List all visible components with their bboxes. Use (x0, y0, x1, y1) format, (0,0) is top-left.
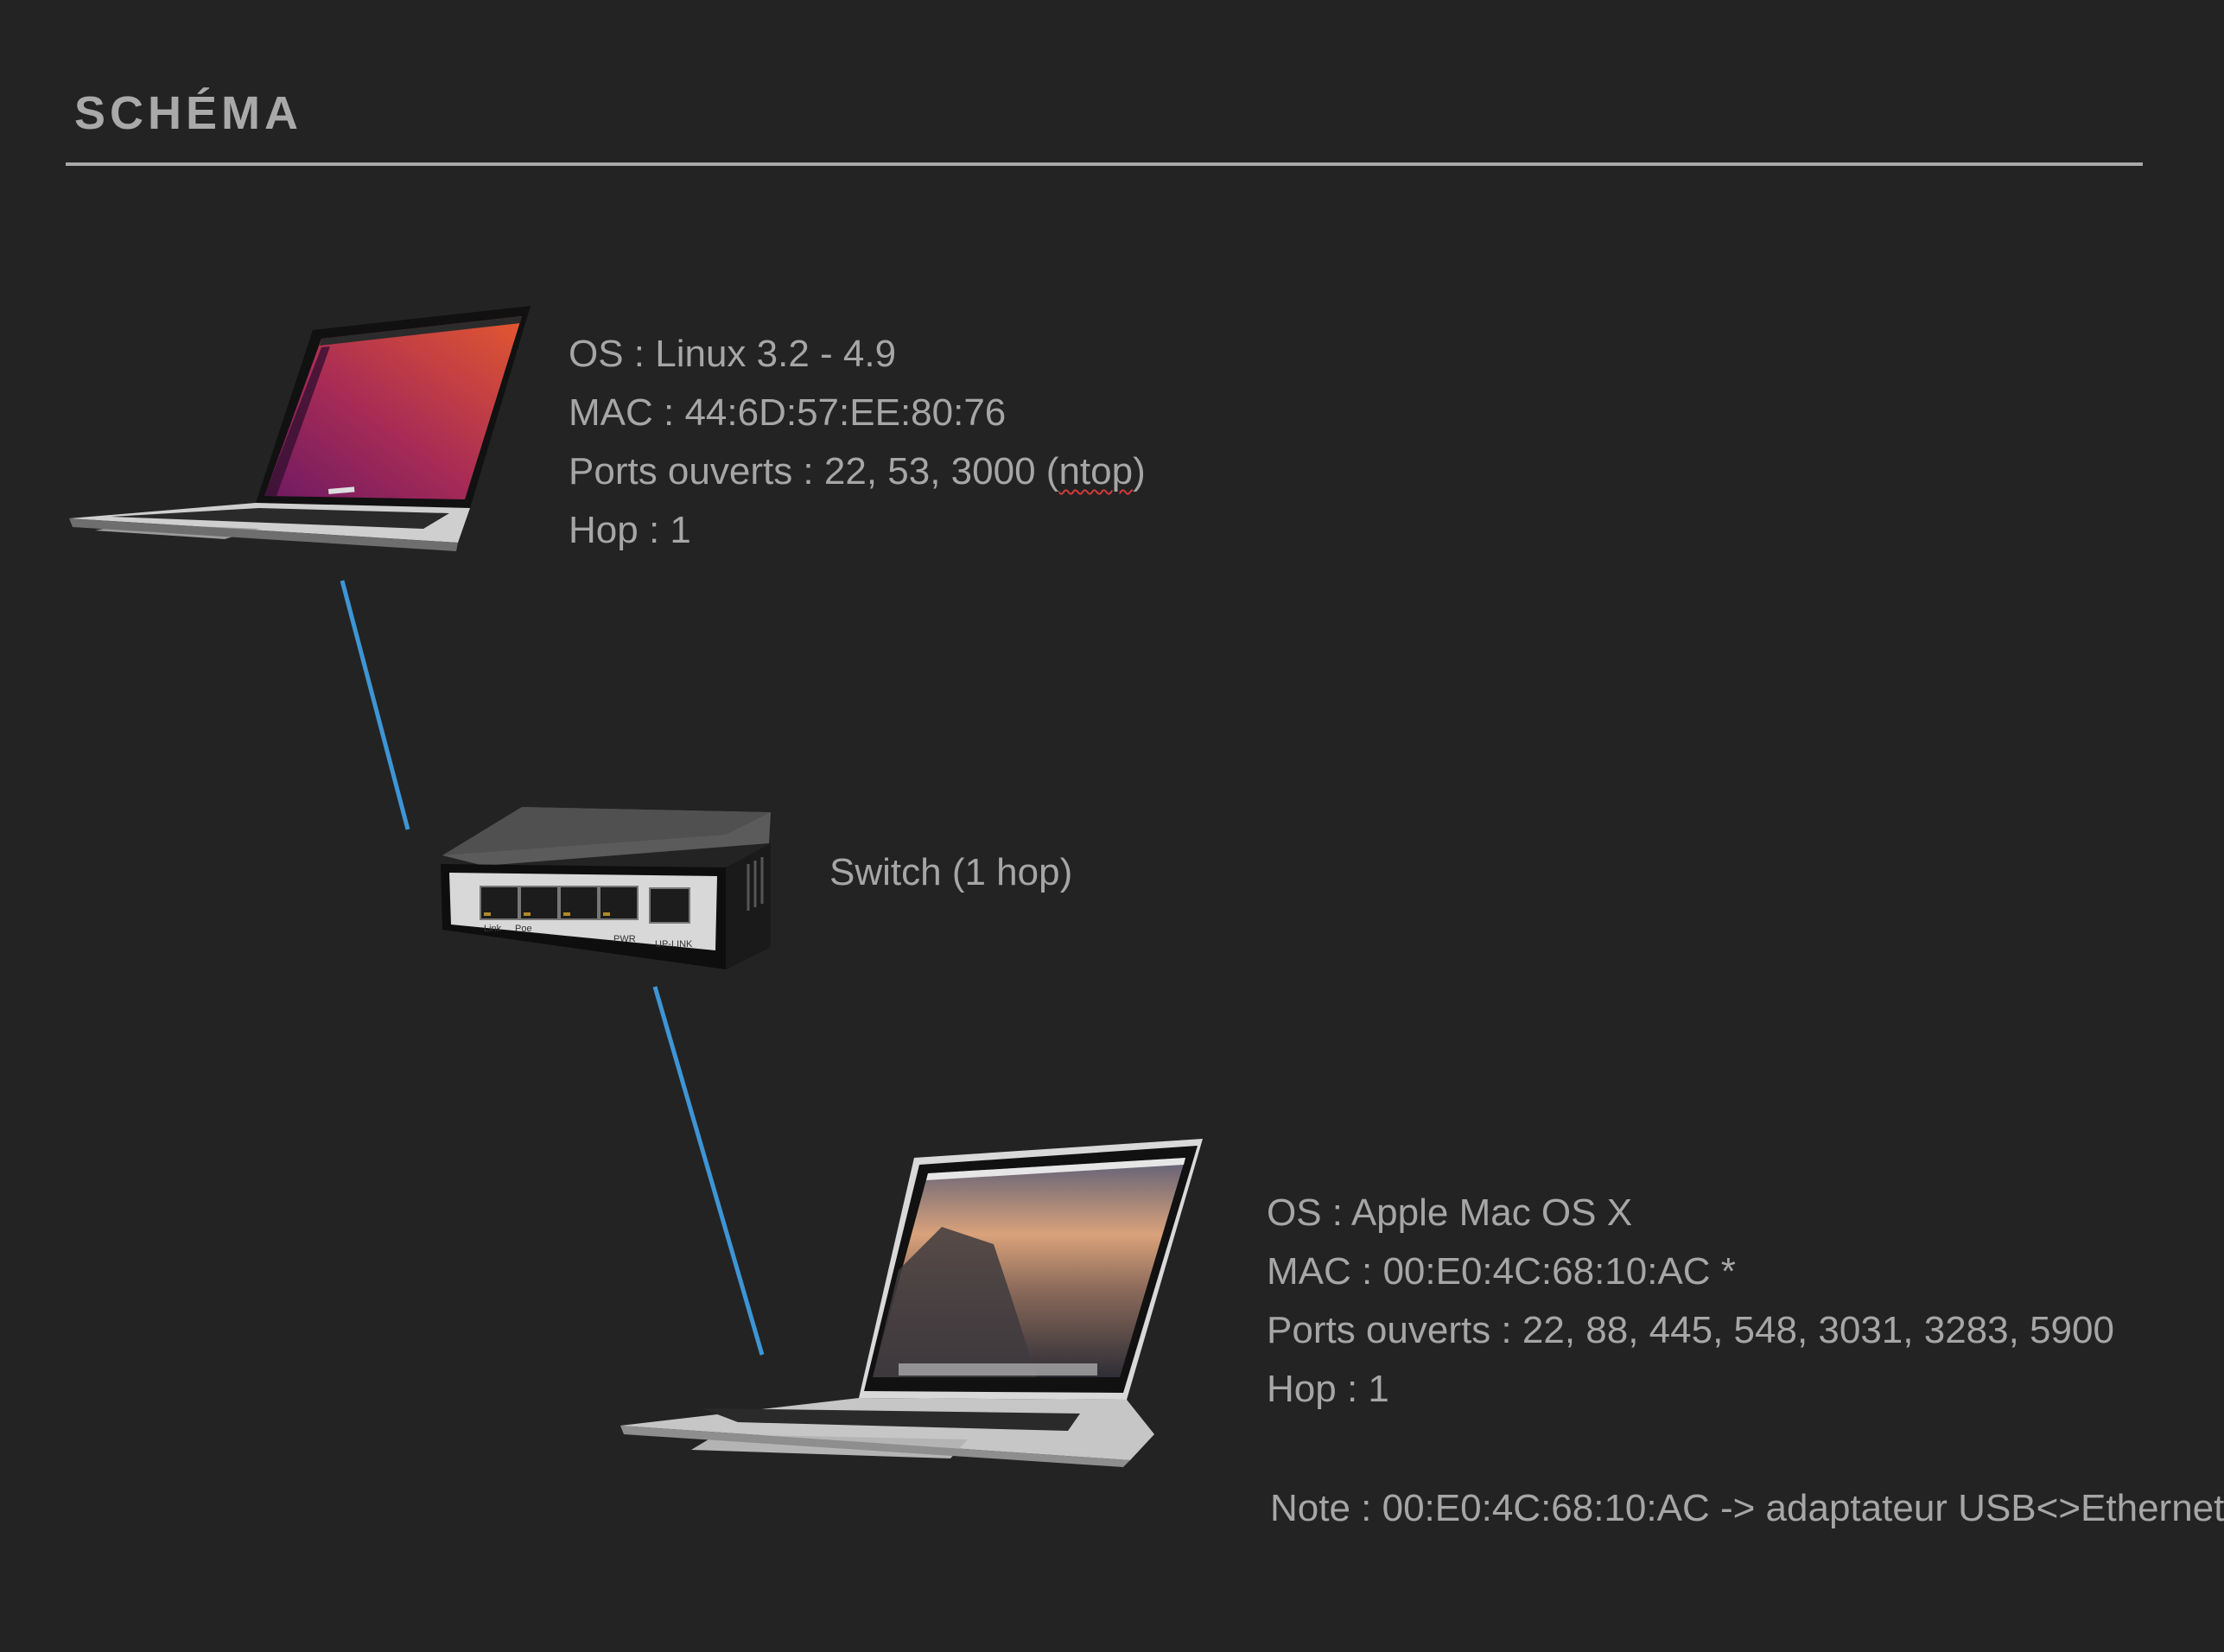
mac-info: OS : Apple Mac OS X MAC : 00:E0:4C:68:10… (1267, 1184, 2114, 1419)
linux-os: OS : Linux 3.2 - 4.9 (569, 333, 897, 375)
link-linux-switch (340, 580, 410, 830)
linux-mac: MAC : 44:6D:57:EE:80:76 (569, 391, 1007, 434)
mac-note-text: Note : 00:E0:4C:68:10:AC -> adaptateur U… (1270, 1487, 2224, 1529)
link-switch-mac (652, 986, 765, 1356)
title-divider (66, 162, 2143, 166)
mac-os: OS : Apple Mac OS X (1267, 1191, 1633, 1234)
switch-label-poe: Poe (515, 924, 532, 934)
linux-ports: Ports ouverts : 22, 53, 3000 (ntop) (569, 442, 1146, 501)
switch-info: Switch (1 hop) (829, 843, 1072, 902)
switch-label-link: Link (484, 924, 502, 934)
mac-mac: MAC : 00:E0:4C:68:10:AC * (1267, 1250, 1736, 1293)
switch-label-pwr: PWR (613, 934, 636, 944)
mac-ports: Ports ouverts : 22, 88, 445, 548, 3031, … (1267, 1309, 2114, 1351)
linux-ports-prefix: Ports ouverts : 22, 53, 3000 ( (569, 450, 1059, 492)
linux-ports-suffix: ) (1133, 450, 1146, 492)
linux-ports-service: ntop (1058, 450, 1134, 492)
page-title: SCHÉMA (74, 87, 303, 139)
mac-hop: Hop : 1 (1267, 1368, 1389, 1410)
switch-label: Switch (1 hop) (829, 851, 1073, 893)
linux-hop: Hop : 1 (569, 509, 691, 551)
mac-note: Note : 00:E0:4C:68:10:AC -> adaptateur U… (1270, 1479, 2224, 1538)
switch-label-uplink: UP-LINK (655, 939, 693, 950)
linux-info: OS : Linux 3.2 - 4.9 MAC : 44:6D:57:EE:8… (569, 325, 1146, 560)
